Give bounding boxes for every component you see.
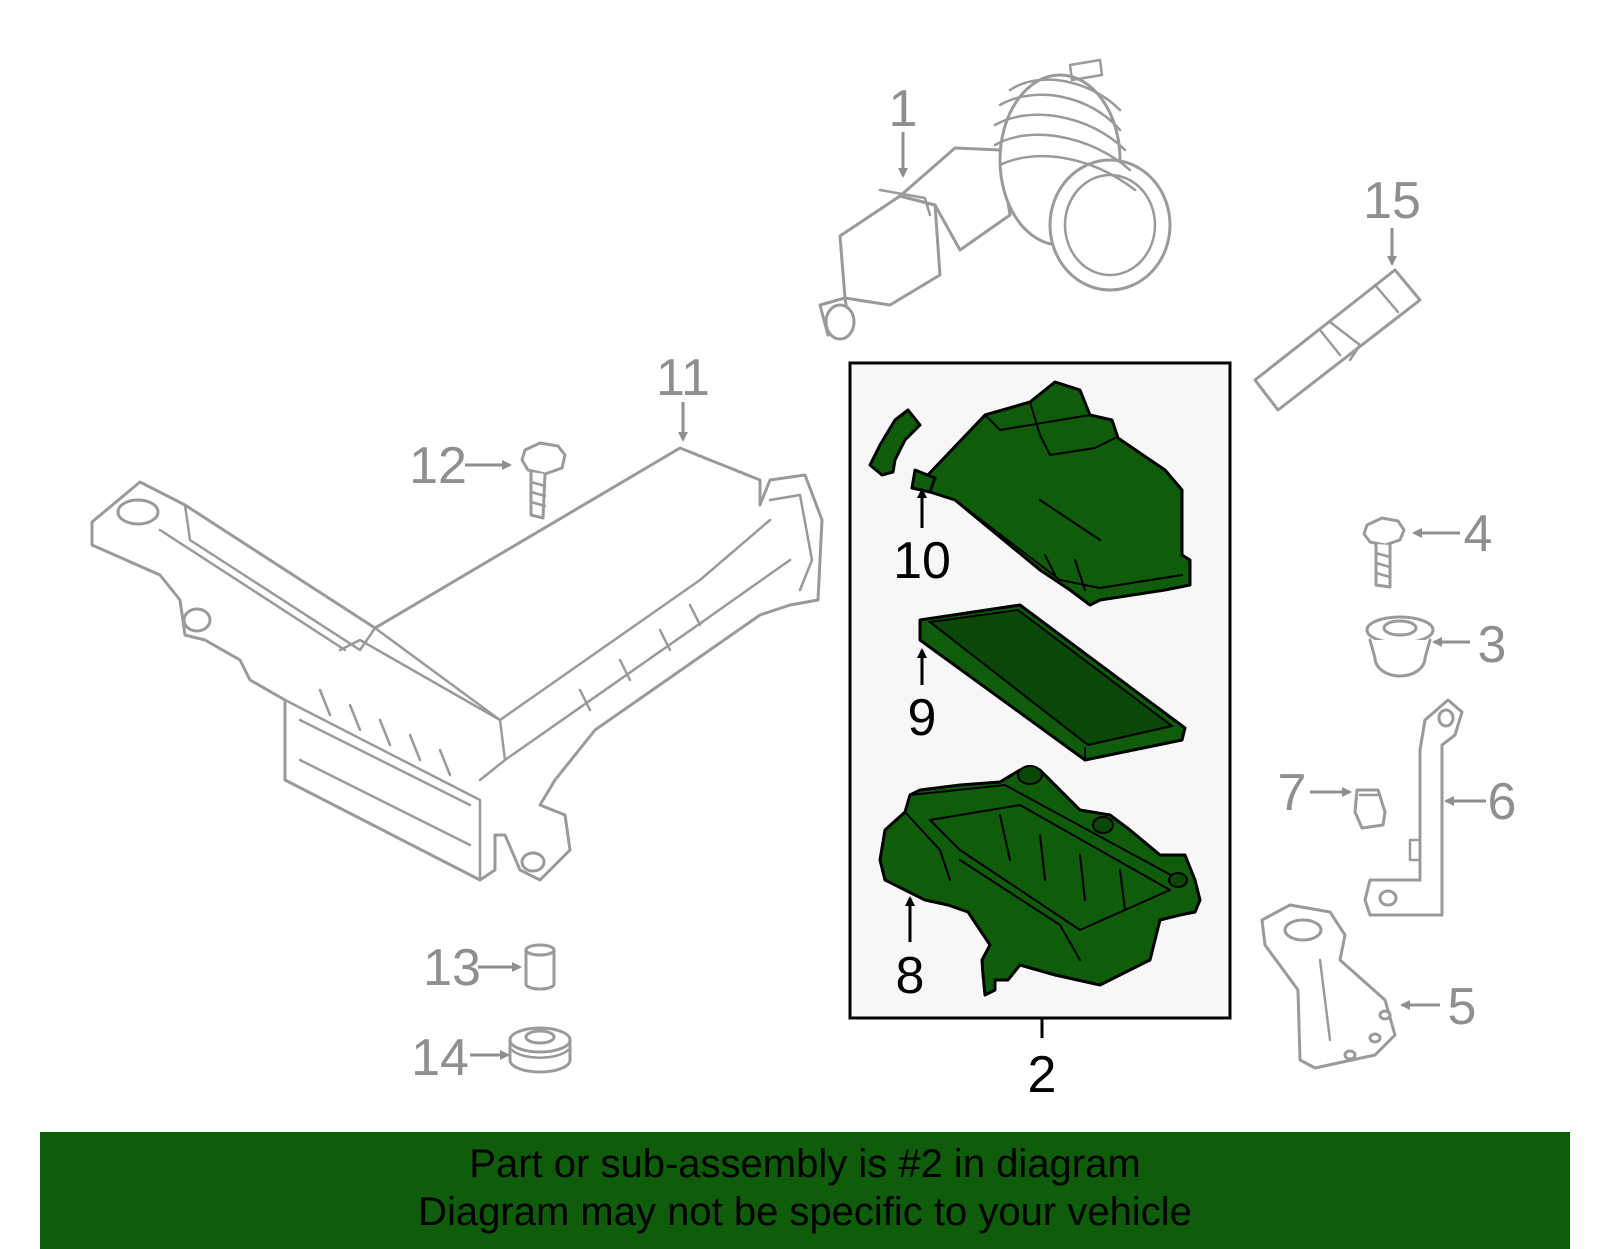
part-8-lower-housing xyxy=(878,765,1202,997)
callout-15: 15 xyxy=(1363,172,1421,230)
part-5-bracket xyxy=(1260,903,1397,1070)
callout-labels: 1 15 11 12 4 3 7 6 5 13 14 10 9 8 2 xyxy=(409,80,1516,1104)
callout-9: 9 xyxy=(908,689,937,747)
part-11-intake-duct xyxy=(90,446,824,882)
part-14-grommet xyxy=(508,1026,572,1074)
part-1-air-flow-housing xyxy=(818,58,1172,341)
callout-11: 11 xyxy=(656,349,710,407)
callout-1: 1 xyxy=(889,80,918,138)
part-6-bracket xyxy=(1363,698,1464,917)
callout-12: 12 xyxy=(409,437,467,495)
banner-line-1: Part or sub-assembly is #2 in diagram xyxy=(469,1142,1141,1186)
leader-lines-black xyxy=(905,488,1044,1038)
callout-6: 6 xyxy=(1488,773,1517,831)
callout-3: 3 xyxy=(1478,616,1507,674)
info-banner: Part or sub-assembly is #2 in diagram Di… xyxy=(40,1132,1570,1249)
leader-lines-grey xyxy=(465,132,1486,1060)
part-12-bolt xyxy=(520,441,567,520)
part-7-clip xyxy=(1353,788,1387,830)
callout-7: 7 xyxy=(1278,764,1307,822)
callout-5: 5 xyxy=(1448,978,1477,1036)
banner-line-2: Diagram may not be specific to your vehi… xyxy=(418,1190,1192,1234)
part-15-sensor xyxy=(1253,268,1422,412)
part-13-sleeve xyxy=(524,943,556,991)
callout-14: 14 xyxy=(411,1029,469,1087)
callout-13: 13 xyxy=(423,939,481,997)
callout-10: 10 xyxy=(893,532,951,590)
callout-2: 2 xyxy=(1028,1046,1057,1104)
part-3-grommet xyxy=(1365,615,1435,678)
part-10-upper-housing xyxy=(868,380,1192,607)
part-4-bolt xyxy=(1362,516,1406,589)
parts-diagram: 1 15 11 12 4 3 7 6 5 13 14 10 9 8 2 xyxy=(90,58,1516,1104)
part-9-filter xyxy=(918,603,1187,762)
callout-4: 4 xyxy=(1464,505,1493,563)
callout-8: 8 xyxy=(896,947,925,1005)
